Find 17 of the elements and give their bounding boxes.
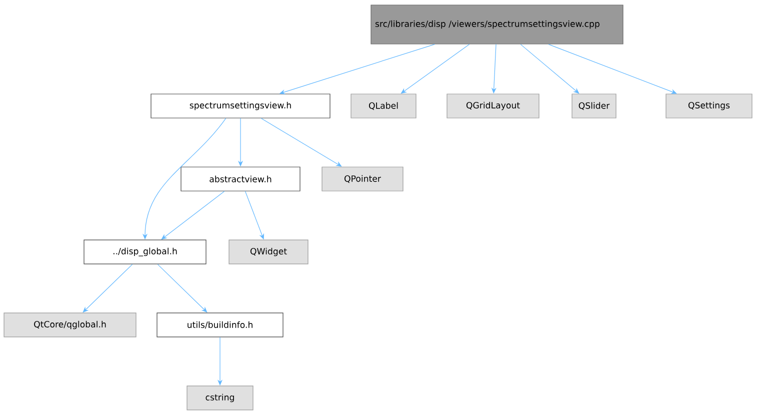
external-header-box: QSlider <box>572 94 616 118</box>
main-file-box: src/libraries/disp /viewers/spectrumsettingsview.cpp <box>370 4 624 44</box>
header-file-box: ../disp_global.h <box>84 240 206 264</box>
header-file-box: abstractview.h <box>180 166 300 192</box>
external-header-box: QWidget <box>228 240 308 264</box>
external-header-box: QGridLayout <box>446 94 540 118</box>
external-header-box: QLabel <box>350 94 416 118</box>
external-header-box: QSettings <box>666 94 752 118</box>
arrow <box>161 190 225 240</box>
arrow <box>548 44 677 94</box>
header-file-box: spectrumsettingsview.h <box>150 94 330 118</box>
external-header-box: QPointer <box>322 166 404 192</box>
external-header-box: cstring <box>186 386 254 410</box>
external-header-box: QtCore/qglobal.h <box>4 312 136 338</box>
arrow <box>400 44 470 94</box>
header-file-box: utils/buildinfo.h <box>156 312 284 338</box>
arrow <box>260 118 342 167</box>
